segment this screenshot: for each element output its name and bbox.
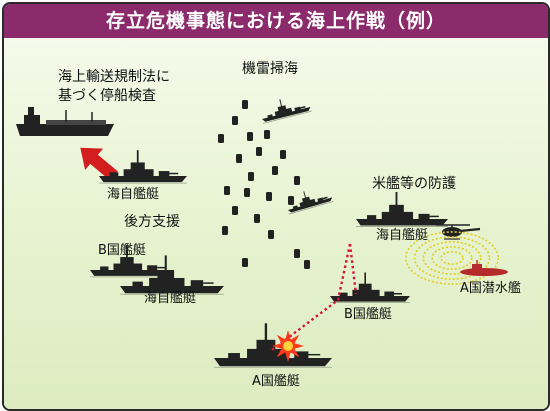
sonar-rings-icon: [404, 231, 499, 285]
naval-mine-icon: [264, 130, 270, 139]
destroyer-icon-country-b-left: [90, 245, 174, 278]
naval-mine-icon: [304, 260, 310, 269]
destroyer-icon-country-a: [214, 323, 332, 368]
naval-mine-icon: [242, 100, 248, 109]
naval-mine-icon: [232, 206, 238, 215]
sonar-rings-icon: [440, 251, 464, 266]
naval-mine-icon: [248, 172, 254, 181]
sea-background: [4, 38, 548, 409]
naval-mine-icon: [256, 147, 262, 156]
naval-mine-icon: [218, 134, 224, 143]
label-minesweeping: 機雷掃海: [242, 61, 298, 77]
label-stop-inspection: 海上輸送規制法に 基づく停船検査: [58, 69, 170, 104]
label-jmsdf-ship-right: 海自艦艇: [376, 228, 429, 243]
cargo-ship-icon: [16, 107, 114, 136]
diagram-title: 存立危機事態における海上作戦（例）: [4, 4, 548, 38]
label-us-ship-protection: 米艦等の防護: [372, 176, 456, 192]
targeting-line: [271, 243, 352, 351]
label-country-a-ship: A国艦艇: [252, 374, 300, 389]
naval-mine-icon: [288, 196, 294, 205]
label-country-b-ship-left: B国艦艇: [98, 243, 146, 258]
sonar-rings-icon: [413, 236, 491, 280]
naval-mine-icon: [236, 154, 242, 163]
destroyer-icon-country-b-center: [330, 272, 410, 303]
label-jmsdf-ship-top: 海自艦艇: [107, 187, 160, 202]
sonar-rings-icon: [422, 241, 482, 275]
label-jmsdf-ship-left: 海自艦艇: [144, 291, 197, 306]
label-country-a-submarine: A国潜水艦: [460, 281, 521, 296]
destroyer-icon-minesweeper-mid: [288, 191, 334, 215]
submarine-icon: [460, 260, 508, 276]
label-rear-support: 後方支援: [124, 214, 180, 230]
label-country-b-ship-center: B国艦艇: [344, 307, 392, 322]
naval-mine-icon: [294, 249, 300, 258]
naval-mine-icon: [268, 230, 274, 239]
naval-mine-icon: [247, 132, 253, 141]
naval-mine-icon: [254, 214, 260, 223]
explosion-icon: [272, 330, 304, 362]
targeting-line: [348, 243, 358, 295]
naval-mine-icon: [224, 186, 230, 195]
naval-mine-icon: [272, 166, 278, 175]
operation-scene: [16, 99, 508, 368]
helicopter-icon: [436, 224, 481, 240]
naval-mine-icon: [294, 176, 300, 185]
sonar-rings-icon: [431, 246, 473, 270]
naval-mine-icon: [222, 226, 228, 235]
naval-mine-icon: [232, 116, 238, 125]
naval-mine-icon: [244, 188, 250, 197]
destroyer-icon-jmsdf-left: [120, 255, 224, 295]
naval-mine-icon: [280, 150, 286, 159]
naval-mine-icon: [242, 258, 248, 267]
arrow-icon: [80, 147, 118, 181]
destroyer-icon-minesweeper-top: [262, 99, 312, 124]
destroyer-icon-jmsdf-right: [356, 191, 448, 227]
destroyer-icon-jmsdf-top: [99, 150, 187, 184]
naval-mine-icon: [266, 192, 272, 201]
